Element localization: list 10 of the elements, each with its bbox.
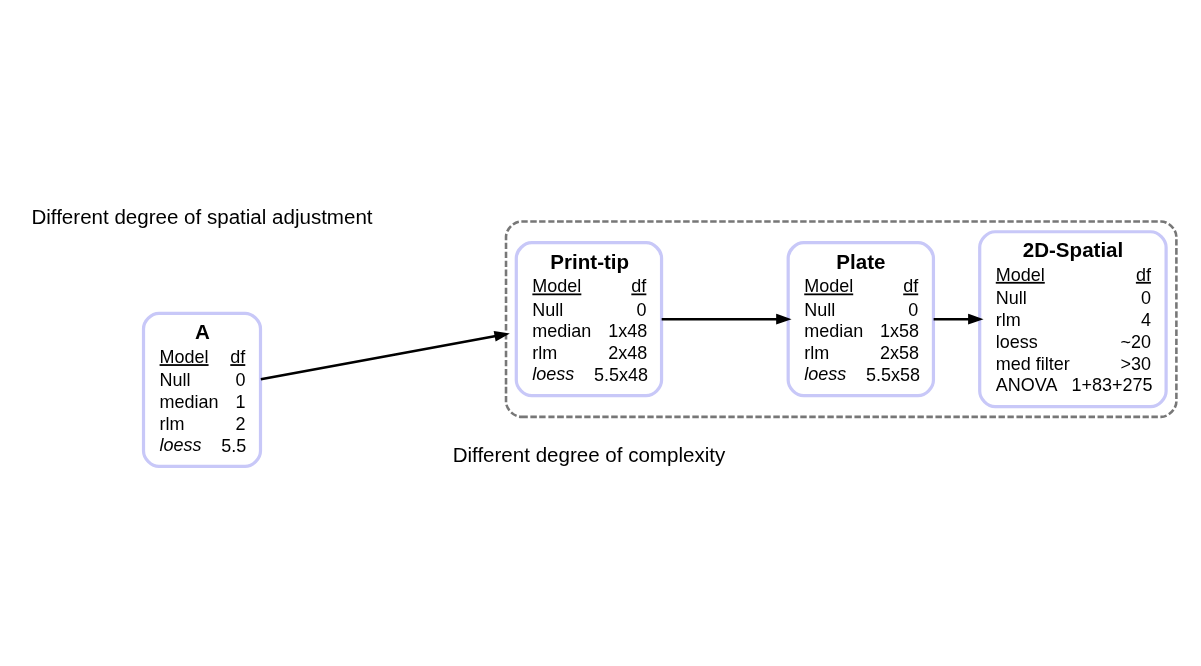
- label: Different degree of complexity: [452, 442, 726, 466]
- arrow: [661, 313, 792, 325]
- arrow: [260, 330, 510, 381]
- node-box: Print-tip Model df Null 0 median 1x48 rlm 2x48 loess 5.5x48: [514, 241, 664, 398]
- cluster: [504, 220, 1178, 419]
- arrow: [933, 313, 984, 325]
- node-box: A Model df Null 0 median 1 rlm 2 loess 5.5: [141, 311, 263, 468]
- node-box: Plate Model df Null 0 median 1x58 rlm 2x58 loess 5.5x58: [786, 241, 936, 398]
- label: Different degree of spatial adjustment: [31, 204, 373, 228]
- node-box: 2D-Spatial Model df Null 0 rlm 4 loess ~20 med filter >30 ANOVA 1+83+275: [978, 230, 1168, 409]
